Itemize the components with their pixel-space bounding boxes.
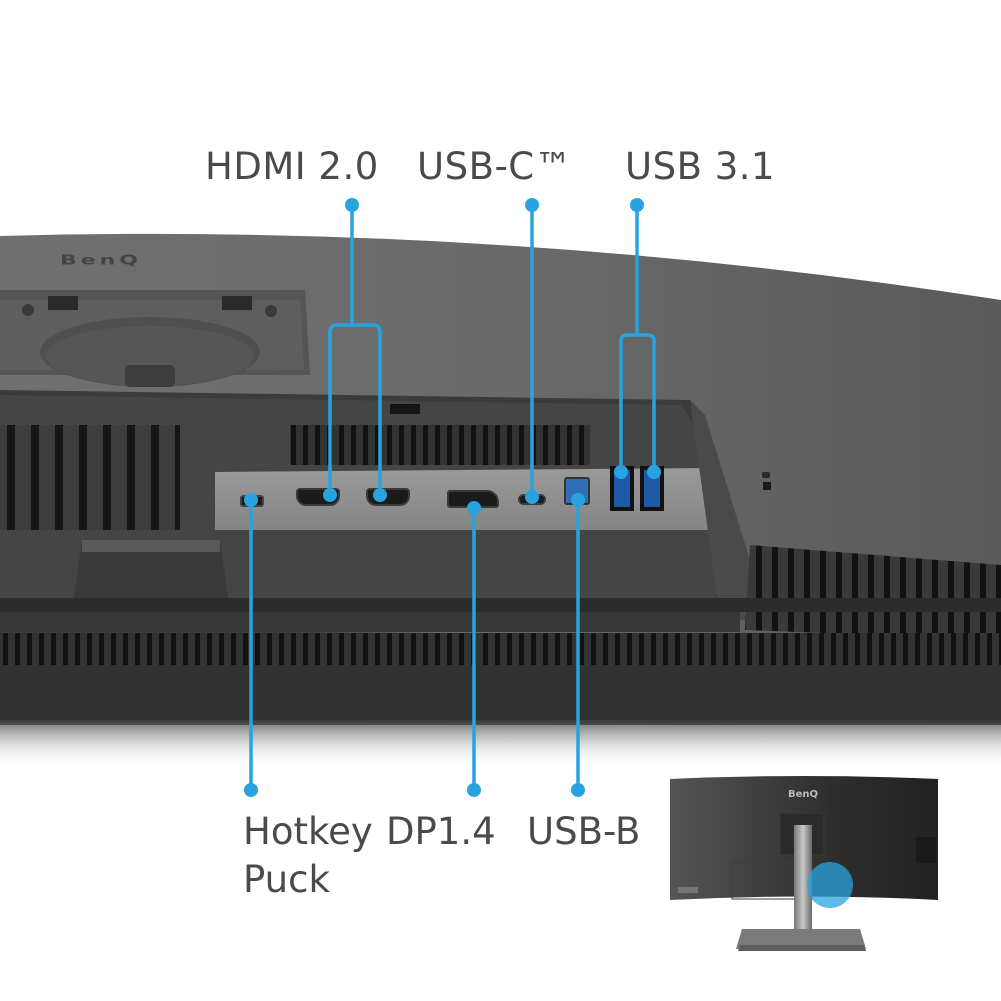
label-usb-c: USB-C™: [417, 145, 573, 188]
inset-brand-logo: BenQ: [788, 789, 818, 800]
io-location-highlight: [807, 862, 853, 908]
inset-monitor-thumbnail: BenQ: [670, 776, 938, 951]
label-usb-3-1: USB 3.1: [625, 145, 776, 188]
label-dp: DP1.4: [386, 810, 496, 853]
label-hdmi: HDMI 2.0: [205, 145, 379, 188]
label-hotkey-puck: Hotkey Puck: [243, 810, 373, 901]
svg-text:BenQ: BenQ: [60, 253, 142, 268]
label-usb-b: USB-B: [527, 810, 641, 853]
